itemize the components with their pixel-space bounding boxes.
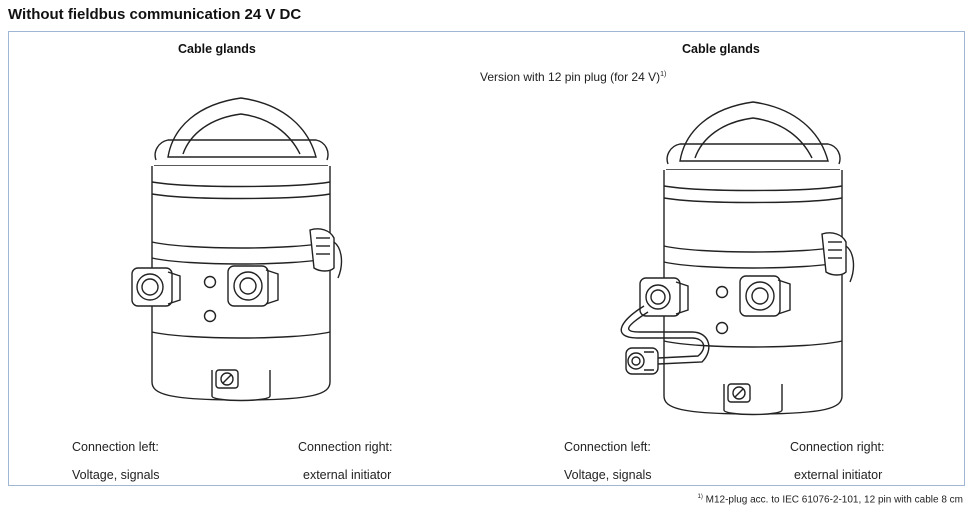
left-panel-connection-left-detail: Voltage, signals bbox=[72, 468, 160, 482]
version-note-footnote-ref: 1) bbox=[660, 71, 667, 78]
footnote-text: M12-plug acc. to IEC 61076-2-101, 12 pin… bbox=[705, 494, 963, 506]
page-title: Without fieldbus communication 24 V DC bbox=[8, 6, 302, 23]
version-note: Version with 12 pin plug (for 24 V)1) bbox=[480, 70, 666, 84]
right-panel-connection-left-detail: Voltage, signals bbox=[564, 468, 652, 482]
left-panel-subtitle: Cable glands bbox=[178, 42, 256, 56]
control-head-drawing-right bbox=[620, 101, 855, 416]
right-panel-subtitle: Cable glands bbox=[682, 42, 760, 56]
left-panel-connection-left-title: Connection left: bbox=[72, 440, 159, 454]
footnote-ref: 1) bbox=[697, 494, 703, 500]
footnote: 1) M12-plug acc. to IEC 61076-2-101, 12 … bbox=[698, 494, 964, 505]
control-head-drawing-left bbox=[131, 97, 343, 402]
left-panel-connection-right-detail: external initiator bbox=[303, 468, 392, 482]
right-panel-connection-right-detail: external initiator bbox=[794, 468, 883, 482]
version-note-text: Version with 12 pin plug (for 24 V) bbox=[480, 70, 661, 84]
right-panel-connection-right-title: Connection right: bbox=[790, 440, 885, 454]
left-panel-connection-right-title: Connection right: bbox=[298, 440, 393, 454]
right-panel-connection-left-title: Connection left: bbox=[564, 440, 651, 454]
figure-frame bbox=[8, 31, 965, 486]
